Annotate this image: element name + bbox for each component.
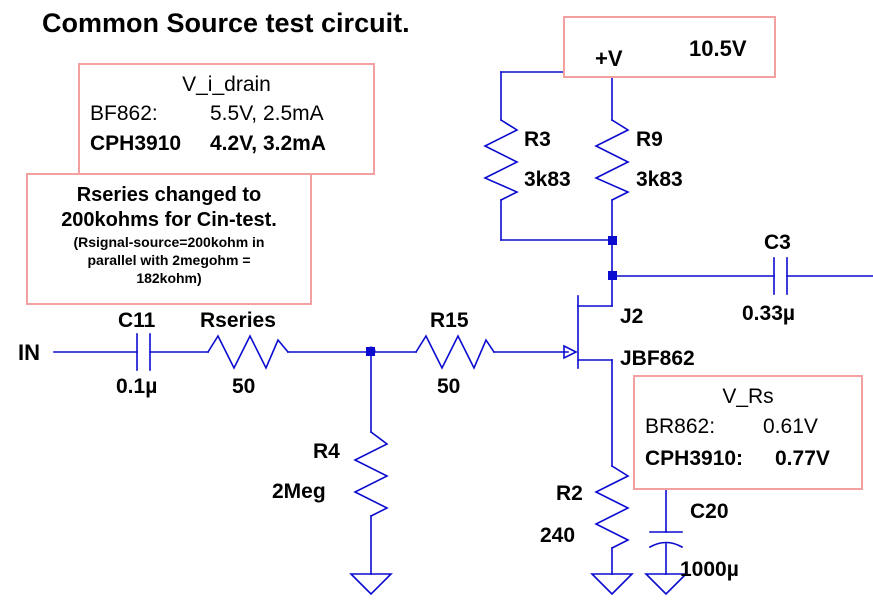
resistor-r4 [353,351,389,575]
c3-value-label: 0.33µ [742,302,795,325]
rs-note-value: 0.77V [775,447,830,470]
drain-note-part: CPH3910 [90,132,182,155]
rs-note-value: 0.61V [763,415,818,438]
rseries-note-line: Rseries changed to [76,184,262,206]
r15-name-label: R15 [430,309,469,332]
r2-value-label: 240 [540,524,575,547]
drain-note-value: 4.2V, 3.2mA [210,132,326,155]
drain-voltage-note: V_i_drain BF862: 5.5V, 2.5mA CPH3910 4.2… [78,63,375,175]
r4-name-label: R4 [313,440,340,463]
resistor-rseries [206,334,290,370]
source-voltage-note: V_Rs BR862: 0.61V CPH3910: 0.77V [633,375,863,490]
gate-arrow [563,344,578,360]
capacitor-c3 [611,257,873,295]
c20-name-label: C20 [690,500,729,523]
resistor-r15 [414,334,496,370]
drain-note-row: BF862: 5.5V, 2.5mA [90,99,363,129]
page-title: Common Source test circuit. [42,8,410,38]
ground-symbol-r2 [590,573,634,596]
rseries-note-line: parallel with 2megohm = [87,252,251,268]
r15-value-label: 50 [437,375,460,398]
ground-symbol-c20 [644,573,688,596]
j2-value-label: JBF862 [620,347,695,370]
rs-note-part: BR862: [645,415,716,438]
junction-drain-top [608,236,617,245]
rseries-note-line: 182kohm) [136,270,202,286]
rseries-value-label: 50 [232,375,255,398]
rseries-note-line: 200kohms for Cin-test. [61,209,277,231]
capacitor-c11 [136,333,151,371]
supply-voltage-box: +V 10.5V [563,16,776,78]
c20-value-label: 1000µ [680,558,739,581]
rseries-name-label: Rseries [200,309,276,332]
input-label: IN [18,340,40,365]
c3-name-label: C3 [764,231,791,254]
supply-value: 10.5V [689,36,747,61]
rs-note-row: BR862: 0.61V [645,411,851,443]
rs-note-part: CPH3910: [645,447,744,470]
drain-note-heading: V_i_drain [182,73,271,96]
drain-note-part: BF862: [90,102,158,125]
r9-name-label: R9 [636,128,663,151]
drain-note-value: 5.5V, 2.5mA [210,102,324,125]
r9-value-label: 3k83 [636,168,683,191]
rseries-note-line: (Rsignal-source=200kohm in [73,234,265,250]
rs-note-row: CPH3910: 0.77V [645,443,851,475]
rs-note-heading: V_Rs [722,385,774,408]
r3-value-label: 3k83 [524,168,571,191]
r2-name-label: R2 [556,482,583,505]
c11-value-label: 0.1µ [116,375,157,398]
rseries-note: Rseries changed to 200kohms for Cin-test… [26,173,312,305]
r3-name-label: R3 [524,128,551,151]
r4-value-label: 2Meg [272,480,326,503]
c11-name-label: C11 [118,309,156,332]
drain-note-row: CPH3910 4.2V, 3.2mA [90,129,363,159]
jfet-j2 [577,275,613,369]
j2-name-label: J2 [620,305,643,328]
source-network [594,359,684,575]
supply-label: +V [595,46,623,71]
ground-symbol-r4 [349,573,393,596]
